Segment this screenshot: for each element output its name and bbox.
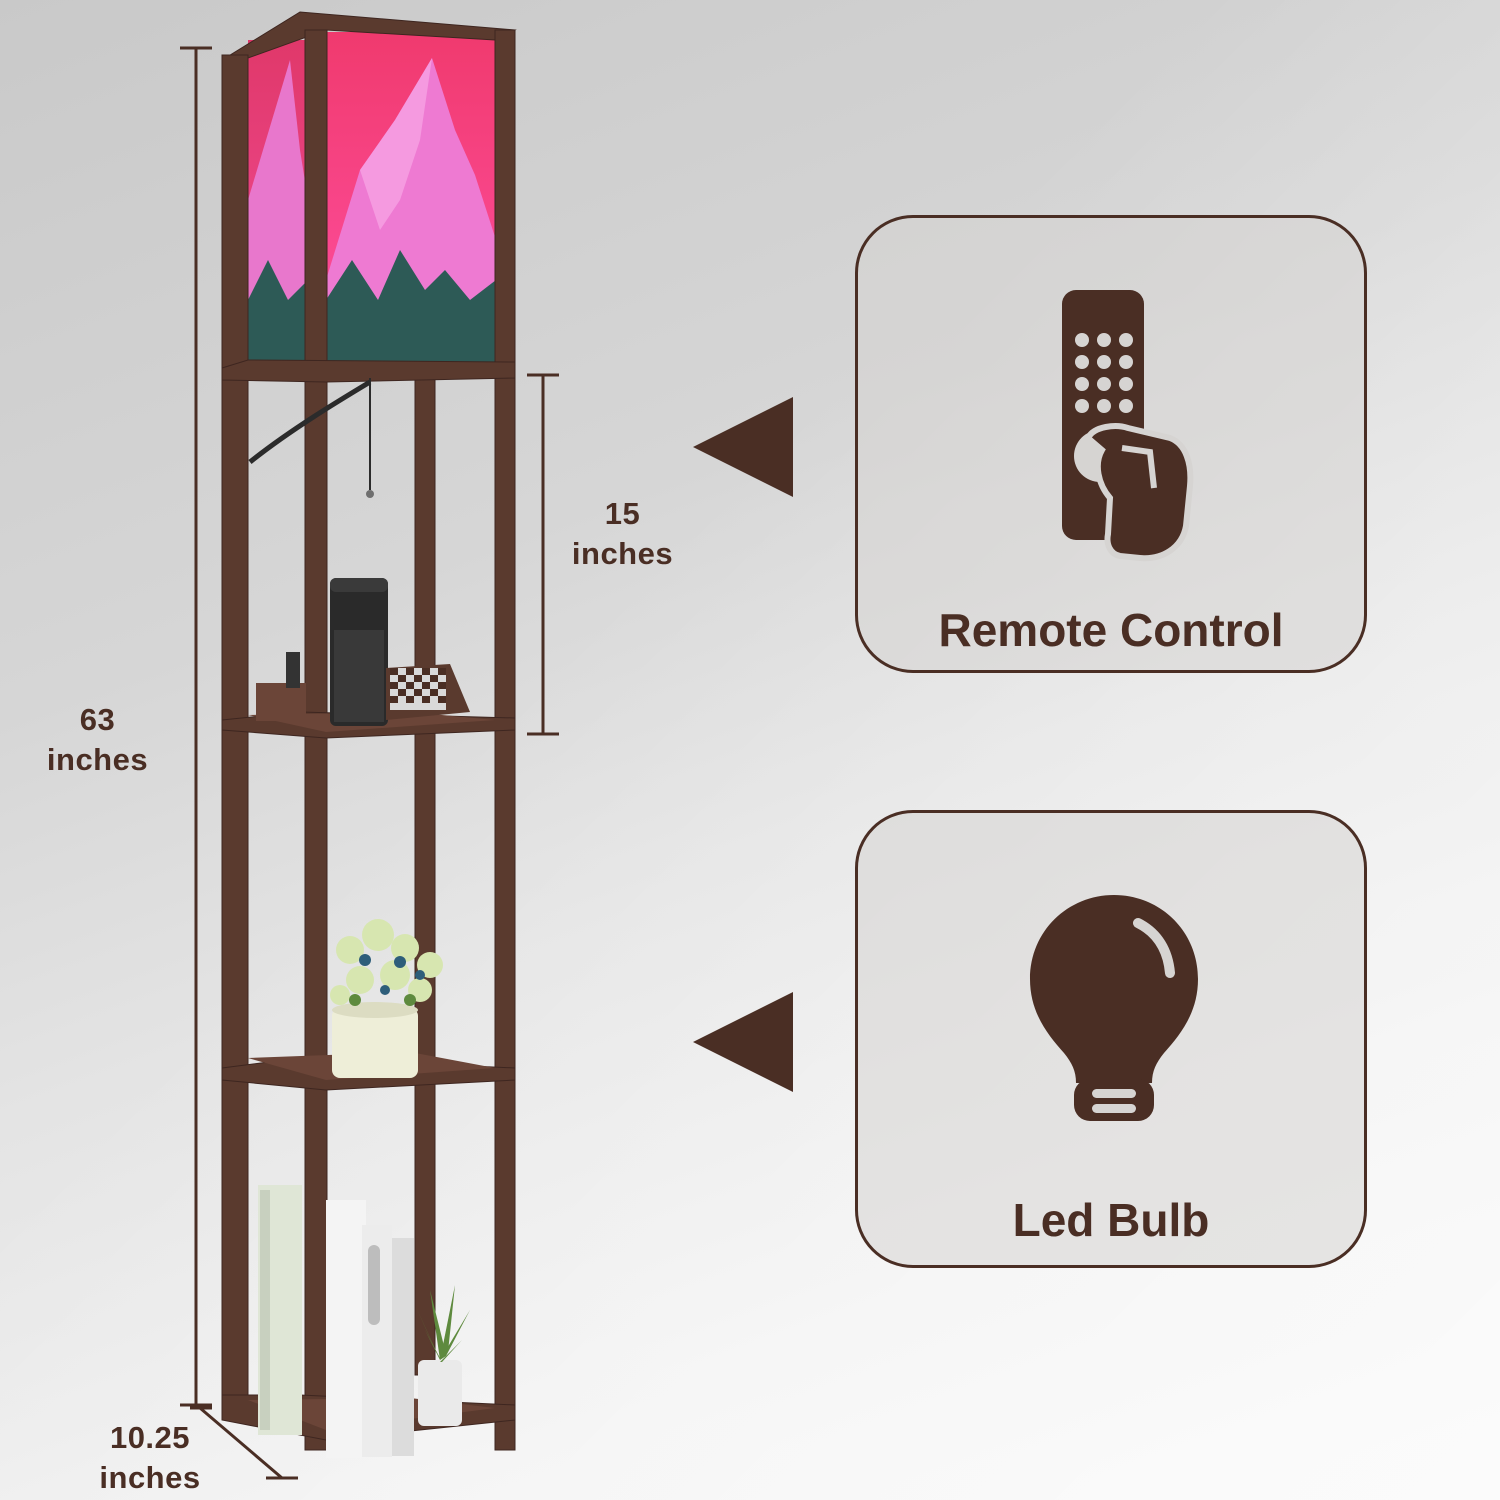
feature-label-bulb: Led Bulb xyxy=(1012,1194,1210,1246)
width-unit: inches xyxy=(99,1460,201,1495)
remote-control-icon xyxy=(1062,290,1194,562)
feature-card-led-bulb: Led Bulb xyxy=(855,810,1367,1268)
height-value: 63 xyxy=(79,702,116,737)
smart-speaker xyxy=(330,578,388,726)
pointer-arrow-bulb xyxy=(693,992,793,1092)
succulent-plant xyxy=(415,1285,470,1426)
shelf-gap-value: 15 xyxy=(604,496,641,531)
lamp-shade xyxy=(248,32,496,365)
shelf-gap-dimension-line xyxy=(527,373,559,736)
chess-board-tray xyxy=(386,664,470,720)
books xyxy=(258,1185,414,1458)
height-dimension-line xyxy=(180,46,212,1407)
width-value: 10.25 xyxy=(109,1420,191,1455)
shelf-gap-label: 15 inches xyxy=(555,494,690,574)
height-unit: inches xyxy=(46,742,149,777)
feature-label-remote: Remote Control xyxy=(938,604,1284,656)
pointer-arrow-remote xyxy=(693,397,793,497)
flower-pot xyxy=(330,919,443,1078)
phone xyxy=(286,652,300,688)
width-dimension-line xyxy=(190,1406,298,1480)
led-bulb-icon xyxy=(1030,895,1198,1121)
width-label: 10.25 inches xyxy=(80,1418,220,1498)
pull-chain xyxy=(248,378,372,490)
feature-card-remote-control: Remote Control xyxy=(855,215,1367,673)
shelf-gap-unit: inches xyxy=(571,536,674,571)
height-label: 63 inches xyxy=(30,700,165,780)
small-box xyxy=(256,683,306,721)
